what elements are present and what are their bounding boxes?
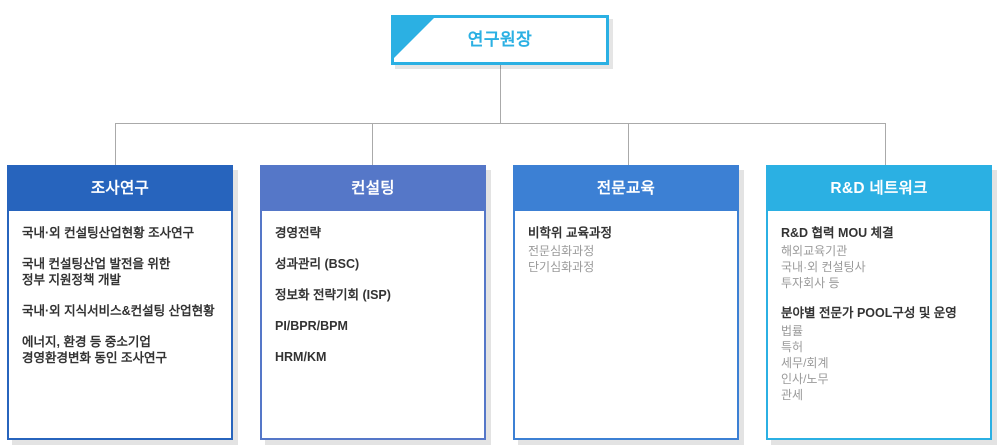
list-group: 비학위 교육과정 전문심화과정 단기심화과정 [528,225,724,275]
list-item: 세무/회계 [781,356,829,370]
connector-drop-col2 [372,123,373,165]
list-item: 전문심화과정 [528,244,595,258]
list-group: R&D 협력 MOU 체결 해외교육기관 국내·외 컨설팅사 투자회사 등 [781,225,977,291]
list-group: 분야별 전문가 POOL구성 및 운영 법률 특허 세무/회계 인사/노무 관세 [781,305,977,403]
column-header-survey-research: 조사연구 [9,167,231,211]
column-body-professional-education: 비학위 교육과정 전문심화과정 단기심화과정 [515,211,737,285]
column-header-consulting: 컨설팅 [262,167,484,211]
list-item: PI/BPR/BPM [275,319,348,333]
column-body-consulting: 경영전략 성과관리 (BSC) 정보화 전략기회 (ISP) PI/BPR/BP… [262,211,484,375]
list-item: 경영전략 [275,226,322,240]
column-header-rnd-network: R&D 네트워크 [768,167,990,211]
list-item: 정보화 전략기회 (ISP) [275,288,391,302]
list-item: 투자회사 등 [781,276,840,290]
column-body-survey-research: 국내·외 컨설팅산업현황 조사연구 국내 컨설팅산업 발전을 위한 정부 지원정… [9,211,231,376]
list-item: 인사/노무 [781,372,829,386]
root-node-box: 연구원장 [391,15,609,65]
list-item: 관세 [781,388,804,402]
corner-accent-triangle [394,18,434,58]
list-item: 단기심화과정 [528,260,595,274]
connector-drop-col1 [115,123,116,165]
org-column-survey-research: 조사연구 국내·외 컨설팅산업현황 조사연구 국내 컨설팅산업 발전을 위한 정… [7,165,233,440]
list-item: 특허 [781,340,804,354]
org-column-rnd-network: R&D 네트워크 R&D 협력 MOU 체결 해외교육기관 국내·외 컨설팅사 … [766,165,992,440]
org-column-consulting: 컨설팅 경영전략 성과관리 (BSC) 정보화 전략기회 (ISP) PI/BP… [260,165,486,440]
group-title: 분야별 전문가 POOL구성 및 운영 [781,306,957,320]
list-item: 국내·외 지식서비스&컨설팅 산업현황 [22,304,215,318]
org-column-professional-education: 전문교육 비학위 교육과정 전문심화과정 단기심화과정 [513,165,739,440]
root-node-label: 연구원장 [467,30,533,49]
list-item: 성과관리 (BSC) [275,257,360,271]
list-item: 해외교육기관 [781,244,848,258]
list-item: 국내 컨설팅산업 발전을 위한 정부 지원정책 개발 [22,257,171,287]
list-item: 에너지, 환경 등 중소기업 경영환경변화 동인 조사연구 [22,335,167,365]
column-header-professional-education: 전문교육 [515,167,737,211]
connector-drop-col3 [628,123,629,165]
connector-horizontal-bus [115,123,886,124]
connector-drop-col4 [885,123,886,165]
list-item: 국내·외 컨설팅산업현황 조사연구 [22,226,195,240]
connector-root-stem [500,65,501,123]
group-title: 비학위 교육과정 [528,226,612,240]
group-title: R&D 협력 MOU 체결 [781,226,894,240]
column-body-rnd-network: R&D 협력 MOU 체결 해외교육기관 국내·외 컨설팅사 투자회사 등 분야… [768,211,990,413]
list-item: 법률 [781,324,804,338]
list-item: 국내·외 컨설팅사 [781,260,866,274]
list-item: HRM/KM [275,350,327,364]
